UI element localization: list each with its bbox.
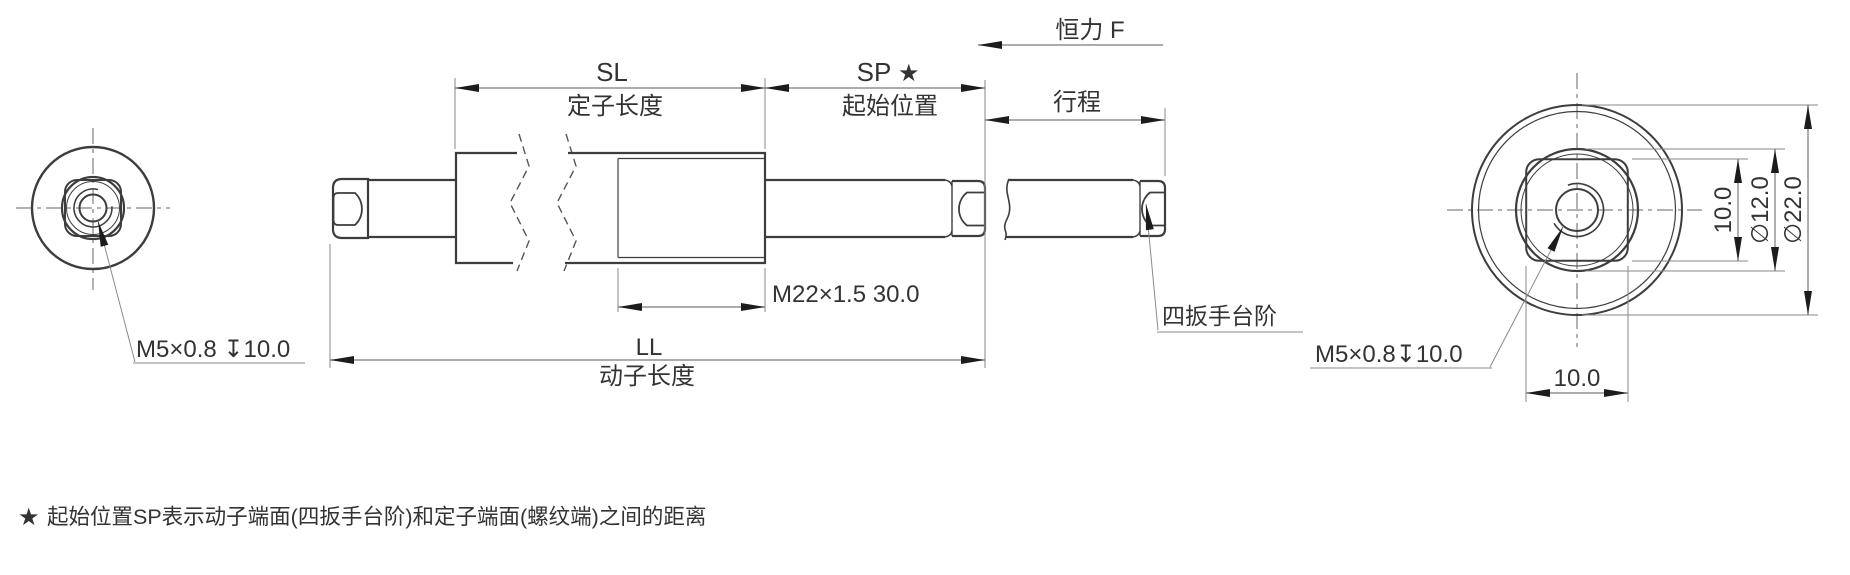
sl-label-cn: 定子长度 bbox=[567, 93, 663, 120]
left-end-view: M5×0.8 ↧10.0 bbox=[16, 128, 305, 364]
note-text: 起始位置SP表示动子端面(四扳手台阶)和定子端面(螺纹端)之间的距离 bbox=[47, 505, 706, 529]
note-star: ★ bbox=[18, 504, 40, 531]
dim-arrow bbox=[961, 84, 985, 92]
force-label: 恒力 F bbox=[1055, 17, 1124, 44]
leader-line bbox=[1489, 226, 1564, 368]
dim-arrow bbox=[985, 116, 1009, 124]
dimensions: SL 定子长度 SP ★ 起始位置 恒力 F 行程 M22×1.5 30.0 L… bbox=[329, 17, 1303, 390]
sp-label-cn: 起始位置 bbox=[842, 93, 938, 120]
thread-callout-left: M5×0.8 ↧10.0 bbox=[136, 336, 290, 363]
force-arrowhead bbox=[978, 41, 1002, 49]
dia22-label: ∅22.0 bbox=[1780, 176, 1807, 244]
dim-arrow bbox=[741, 303, 765, 311]
dim-arrow bbox=[1804, 105, 1812, 129]
main-side-view bbox=[331, 133, 1167, 272]
ll-label-cn: 动子长度 bbox=[599, 363, 695, 390]
flat-step-transition-b bbox=[1132, 179, 1141, 238]
shaft-circle bbox=[1514, 147, 1640, 273]
outer-chamfer-circle bbox=[1477, 110, 1677, 310]
wrench-leader-arrow bbox=[1145, 204, 1154, 231]
stator-body-left-part bbox=[454, 151, 517, 265]
leader-arrow bbox=[1547, 227, 1563, 252]
boss-circle bbox=[60, 175, 126, 241]
sp-star: ★ bbox=[898, 60, 920, 87]
flat-width-vertical-label: 10.0 bbox=[1710, 187, 1737, 234]
dim-arrow bbox=[1771, 149, 1779, 173]
outer-diameter-circle bbox=[30, 145, 156, 271]
wrench-flats-square bbox=[1525, 158, 1629, 262]
ll-label: LL bbox=[636, 334, 663, 361]
thread-arc bbox=[73, 188, 113, 228]
dim-arrow bbox=[1604, 389, 1628, 397]
dim-arrow bbox=[1734, 237, 1742, 261]
rod-break-curve bbox=[1003, 178, 1011, 241]
footnote: ★ 起始位置SP表示动子端面(四扳手台阶)和定子端面(螺纹端)之间的距离 bbox=[18, 504, 706, 531]
chamfer-circle bbox=[66, 181, 120, 235]
dim-arrow bbox=[765, 84, 789, 92]
tapped-hole-circle bbox=[78, 193, 108, 223]
wrench-flats-square bbox=[64, 179, 122, 237]
dim-arrow bbox=[618, 303, 642, 311]
dim-arrow bbox=[961, 356, 985, 364]
leader-arrow bbox=[98, 221, 109, 247]
outer-diameter-circle bbox=[1471, 104, 1683, 316]
thread-arc bbox=[1553, 182, 1605, 238]
mover-left-end-cap bbox=[331, 177, 370, 240]
sl-label: SL bbox=[596, 57, 628, 87]
flat-step-transition-a bbox=[944, 179, 953, 238]
wrench-flat-end-a bbox=[952, 179, 987, 238]
wrench-flat-face-a bbox=[958, 191, 985, 227]
dim-arrow bbox=[1804, 291, 1812, 315]
dim-arrow bbox=[1734, 159, 1742, 183]
m22-thread-label: M22×1.5 30.0 bbox=[772, 281, 919, 308]
break-zigzag-left bbox=[509, 133, 530, 272]
stroke-label: 行程 bbox=[1053, 89, 1101, 116]
dim-arrow bbox=[1141, 116, 1165, 124]
wrench-flat-face-b bbox=[1141, 191, 1165, 227]
dim-arrow bbox=[330, 356, 354, 364]
thread-callout-right: M5×0.8↧10.0 bbox=[1315, 341, 1463, 368]
wrench-flat-end-b bbox=[1140, 179, 1167, 238]
tapped-hole-circle bbox=[1555, 188, 1599, 232]
dia12-label: ∅12.0 bbox=[1747, 176, 1774, 244]
left-wrench-flat-face bbox=[332, 192, 363, 226]
flat-chamfer-circle bbox=[1520, 153, 1634, 267]
flat-width-horizontal-label: 10.0 bbox=[1554, 365, 1601, 392]
dim-arrow bbox=[455, 84, 479, 92]
dim-arrow bbox=[1526, 389, 1550, 397]
dim-arrow bbox=[741, 84, 765, 92]
right-end-view: 10.0 ∅12.0 ∅22.0 10.0 M5×0.8↧10.0 bbox=[1310, 73, 1818, 402]
stator-body-right-part bbox=[565, 151, 767, 265]
dim-arrow bbox=[1771, 247, 1779, 271]
break-zigzag-right bbox=[556, 133, 577, 272]
wrench-step-label: 四扳手台阶 bbox=[1162, 303, 1277, 329]
sp-label: SP bbox=[857, 57, 892, 87]
